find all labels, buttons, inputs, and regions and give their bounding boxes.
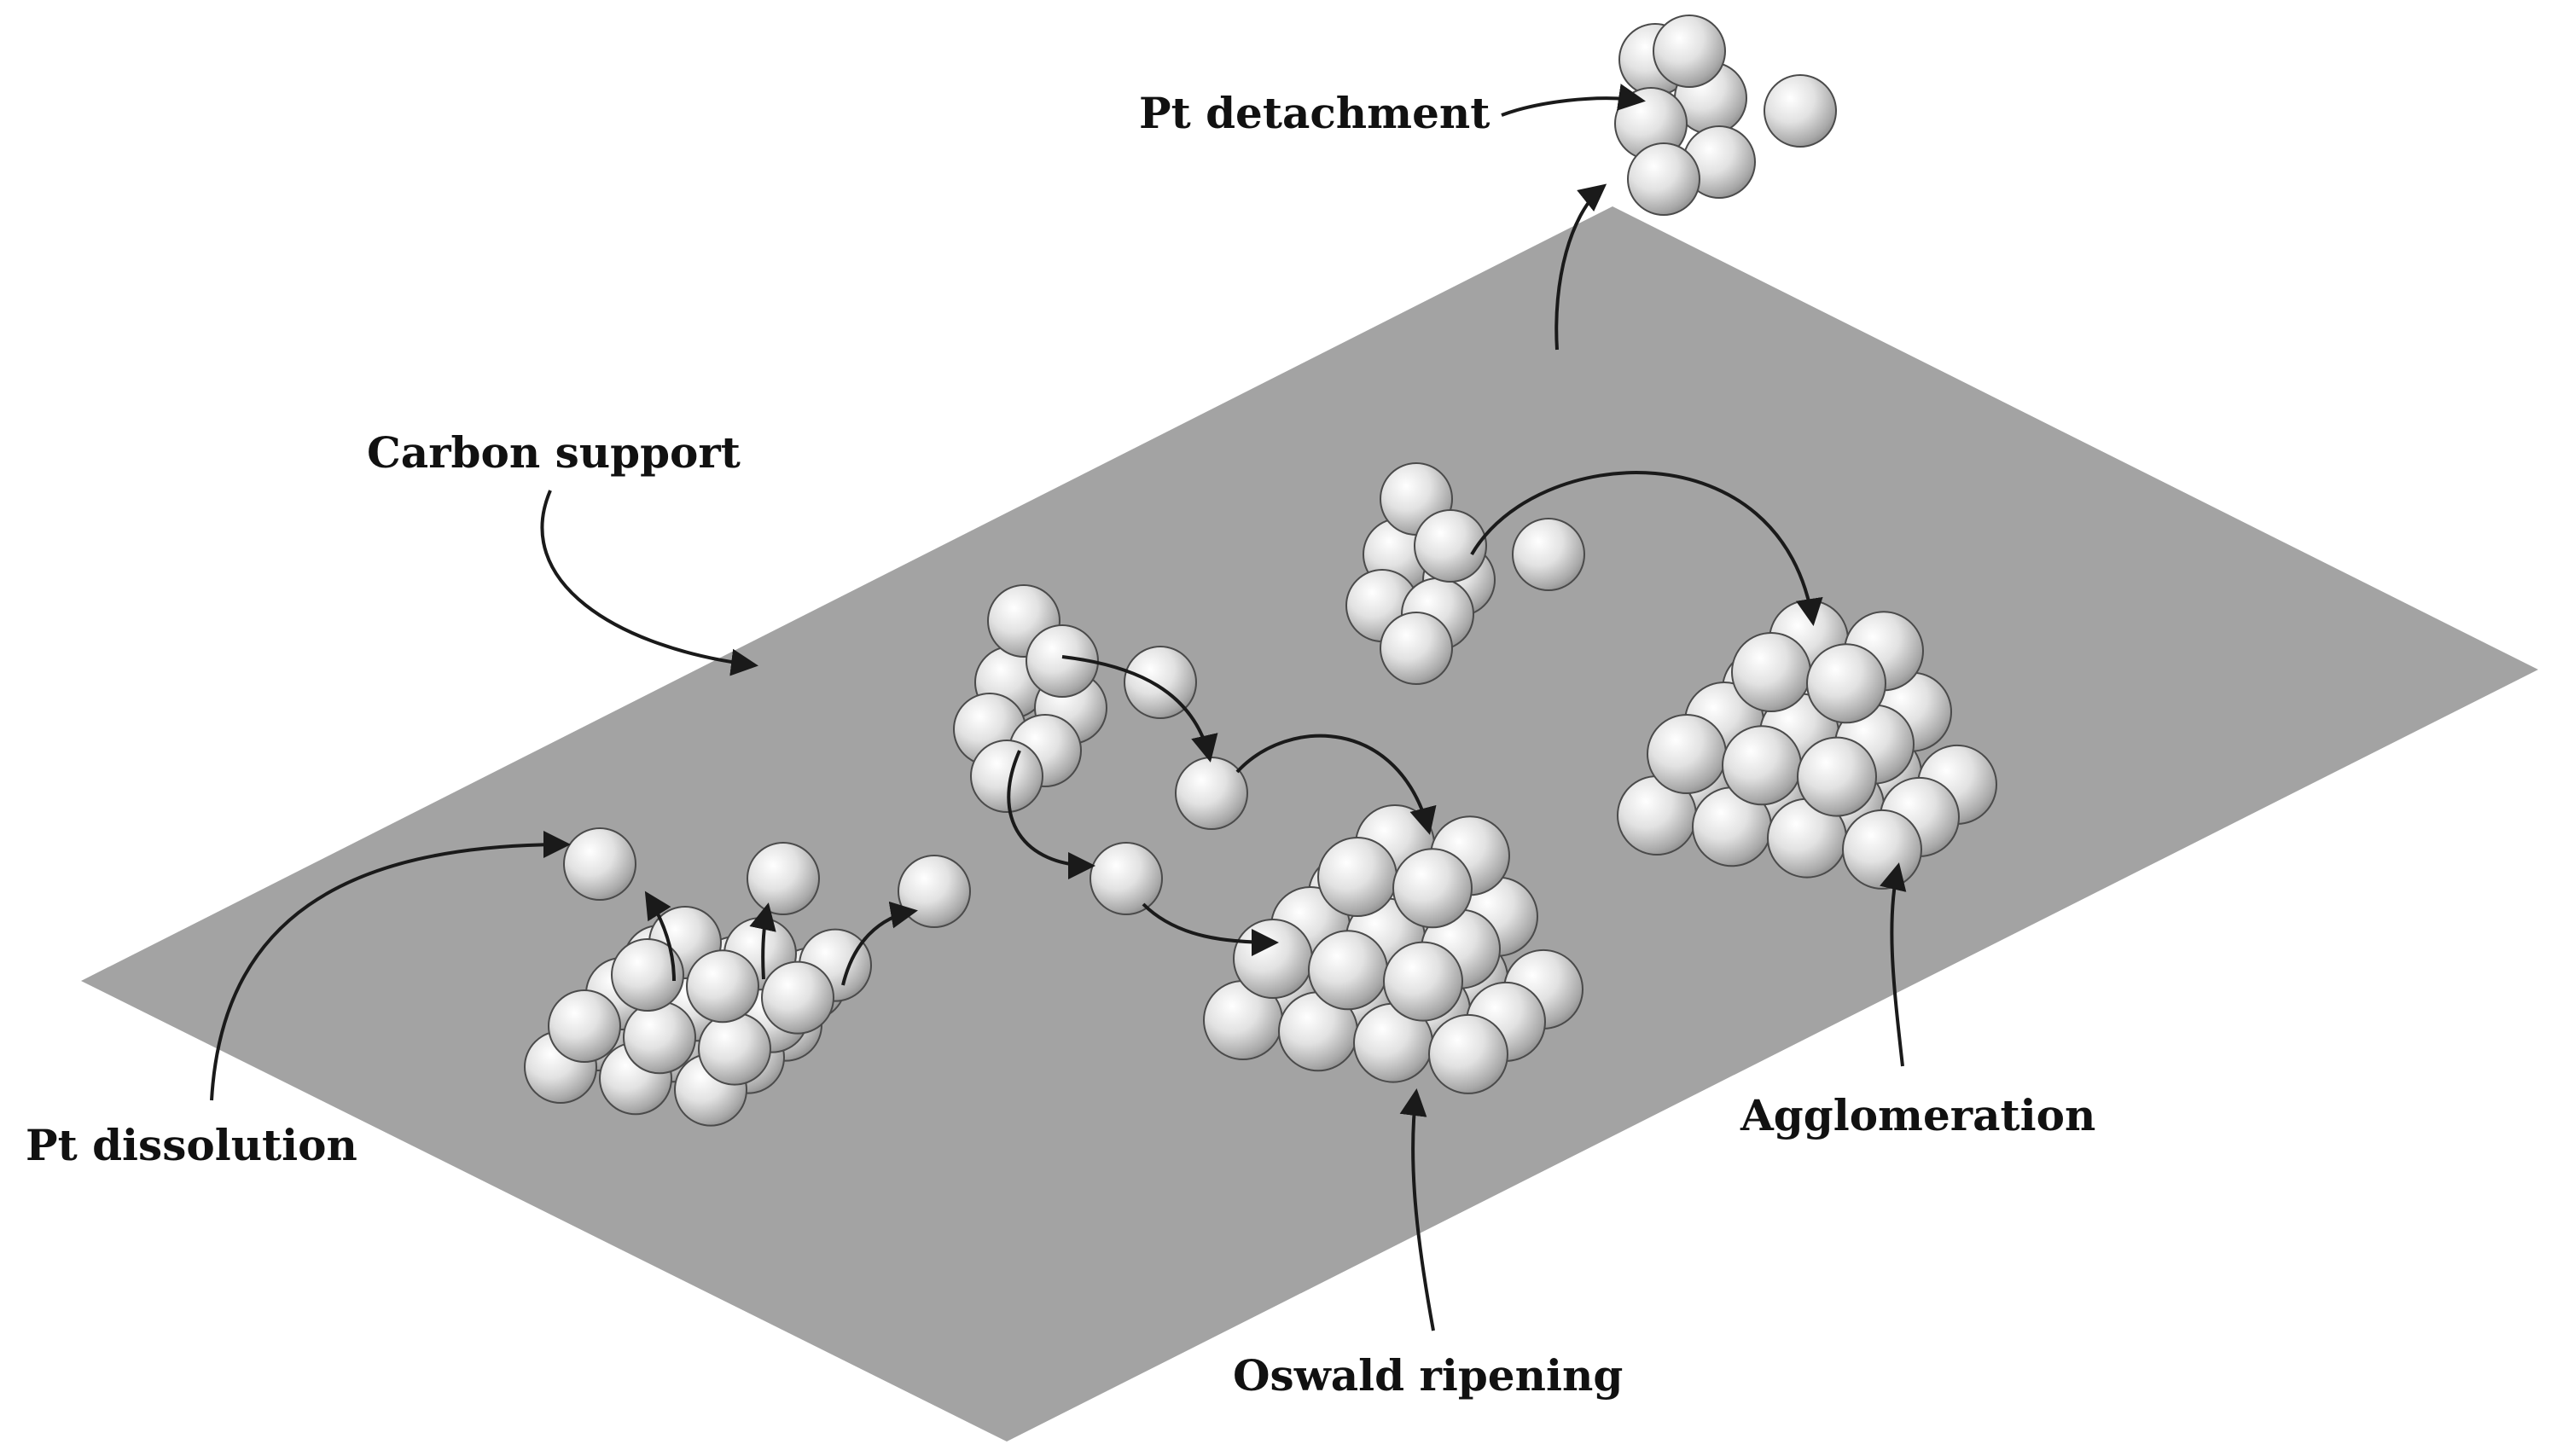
pt-atom xyxy=(898,855,971,928)
arrow-detachment-lift xyxy=(1554,183,1607,351)
pt-atom xyxy=(1383,941,1463,1022)
pt-atom xyxy=(1764,74,1837,148)
pt-atom xyxy=(623,1001,696,1075)
pt-atom xyxy=(747,842,820,915)
arrow-carbon-support xyxy=(540,490,758,676)
pt-atom xyxy=(1842,809,1922,890)
arrow-agglomeration xyxy=(1470,471,1823,626)
label-carbon-support: Carbon support xyxy=(367,427,741,478)
pt-atom xyxy=(1806,643,1886,724)
pt-atom xyxy=(1308,930,1388,1011)
pt-cluster-dissolution xyxy=(524,906,872,1127)
pt-atom xyxy=(1731,632,1811,712)
pt-atom xyxy=(1647,714,1727,794)
pt-atom xyxy=(761,960,834,1035)
arrow-ripening-c xyxy=(1007,750,1095,879)
pt-cluster-ripening-source xyxy=(953,584,1197,813)
pt-atom xyxy=(1428,1013,1508,1094)
pt-atom xyxy=(1392,848,1473,929)
carbon-support-plane xyxy=(81,206,2538,1441)
migrating-pt-atoms xyxy=(1090,757,1248,915)
pt-atom xyxy=(1722,725,1802,806)
arrow-dissolution-2 xyxy=(749,902,776,980)
pt-atom xyxy=(1317,837,1398,917)
pt-atom xyxy=(1414,509,1487,583)
pt-cluster-ripening-grown xyxy=(1203,804,1583,1094)
arrow-agglomeration-label xyxy=(1880,862,1907,1067)
pt-atom xyxy=(1233,919,1313,999)
pt-cluster-agglomeration-source xyxy=(1345,462,1585,685)
pt-atom xyxy=(1175,757,1248,830)
arrow-dissolution-1 xyxy=(644,890,676,982)
pt-atom xyxy=(563,827,636,901)
label-pt-detachment: Pt detachment xyxy=(1139,88,1490,138)
pt-atom xyxy=(1627,142,1700,216)
pt-atom xyxy=(548,989,621,1063)
pt-atom xyxy=(686,949,759,1024)
arrow-ripening-d xyxy=(1142,902,1279,956)
arrow-dissolution-3 xyxy=(841,901,918,986)
pt-atom xyxy=(1797,736,1877,817)
label-pt-dissolution: Pt dissolution xyxy=(26,1120,357,1170)
arrow-detachment-label xyxy=(1501,84,1646,117)
arrows xyxy=(210,84,1907,1331)
label-agglomeration: Agglomeration xyxy=(1740,1090,2095,1140)
arrow-ripening-b xyxy=(1235,734,1437,835)
pt-atom xyxy=(1512,518,1585,591)
pt-atom xyxy=(1380,612,1453,685)
pt-atom xyxy=(698,1012,771,1086)
label-oswald-ripening: Oswald ripening xyxy=(1233,1350,1623,1401)
pt-atom xyxy=(611,938,684,1012)
pt-atom xyxy=(970,740,1043,813)
arrow-oswald-label xyxy=(1399,1088,1435,1331)
pt-cluster-agglomerated xyxy=(1617,600,1997,890)
arrow-ripening-a xyxy=(1061,655,1218,763)
pt-cluster-detached xyxy=(1614,15,1837,216)
pt-atom xyxy=(1653,15,1726,88)
arrow-dissolution-label xyxy=(210,831,571,1101)
pt-atom xyxy=(1090,842,1163,915)
